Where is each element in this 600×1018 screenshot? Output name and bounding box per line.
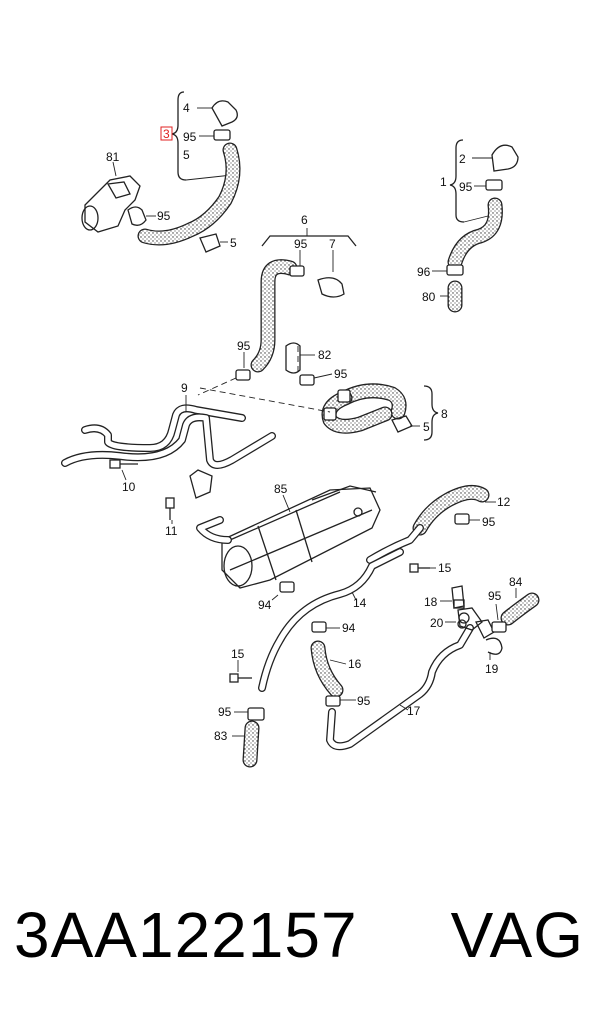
bolt-11: 11 <box>165 497 178 538</box>
pipe-17: 17 <box>326 607 503 751</box>
dashed-connector <box>199 387 331 413</box>
highlight-box <box>160 126 173 141</box>
hose-assembly-3: 4 3 95 5 5 <box>137 91 241 253</box>
callout-14: 14 <box>353 596 367 610</box>
callout-81: 81 <box>106 150 120 164</box>
callout-94: 94 <box>258 598 272 612</box>
callout-5: 5 <box>423 420 430 434</box>
callout-2: 2 <box>459 152 466 166</box>
dashed-connector <box>197 377 237 396</box>
callout-17: 17 <box>407 704 421 718</box>
bolt-10: 10 <box>109 459 138 494</box>
callout-18: 18 <box>424 595 438 609</box>
callout-84: 84 <box>509 575 523 589</box>
hose-84: 84 95 <box>488 575 540 633</box>
callout-95: 95 <box>218 705 232 719</box>
callout-95: 95 <box>334 367 348 381</box>
callout-10: 10 <box>122 480 136 494</box>
hose-assembly-6: 6 95 7 95 82 <box>235 213 357 381</box>
sensor-18: 18 <box>424 585 465 609</box>
pipe-9: 9 <box>61 381 276 499</box>
callout-12: 12 <box>497 495 511 509</box>
callout-83: 83 <box>214 729 228 743</box>
callout-15: 15 <box>231 647 245 661</box>
hose-assembly-1: 2 1 95 96 80 <box>417 139 519 313</box>
callout-96: 96 <box>417 265 431 279</box>
part-number: 3AA122157 <box>14 899 358 971</box>
callout-94: 94 <box>342 621 356 635</box>
callout-5: 5 <box>230 236 237 250</box>
hose-assembly-8: 95 8 5 <box>299 367 448 441</box>
part-81-housing: 81 95 <box>81 150 171 233</box>
pipe-14: 94 14 94 15 <box>258 548 452 692</box>
callout-95: 95 <box>294 237 308 251</box>
callout-5: 5 <box>183 148 190 162</box>
callout-19: 19 <box>485 662 499 676</box>
callout-11: 11 <box>165 524 178 538</box>
callout-80: 80 <box>422 290 436 304</box>
callout-9: 9 <box>181 381 188 395</box>
clip-19: 19 <box>485 652 499 676</box>
callout-95: 95 <box>183 130 197 144</box>
callout-95: 95 <box>237 339 251 353</box>
callout-95: 95 <box>488 589 502 603</box>
callout-8: 8 <box>441 407 448 421</box>
callout-95: 95 <box>357 694 371 708</box>
footer: 3AA122157 VAG <box>0 890 600 980</box>
callout-1: 1 <box>440 175 447 189</box>
callout-7: 7 <box>329 237 336 251</box>
seal-20: 20 <box>430 616 467 630</box>
callout-95: 95 <box>157 209 171 223</box>
brand-label: VAG <box>450 899 584 971</box>
callout-82: 82 <box>318 348 332 362</box>
hose-83-assembly: 15 95 83 <box>214 647 265 768</box>
callout-16: 16 <box>348 657 362 671</box>
callout-6: 6 <box>301 213 308 227</box>
callout-85: 85 <box>274 482 288 496</box>
callout-20: 20 <box>430 616 444 630</box>
hose-12: 12 95 <box>366 484 511 564</box>
callout-4: 4 <box>183 101 190 115</box>
hose-16: 16 95 <box>310 640 371 708</box>
callout-15: 15 <box>438 561 452 575</box>
parts-diagram: 4 3 95 5 5 81 95 2 1 95 96 80 <box>61 91 540 768</box>
egr-cooler-85: 85 <box>196 482 381 589</box>
callout-3-highlighted: 3 <box>163 127 170 141</box>
callout-95: 95 <box>459 180 473 194</box>
callout-95: 95 <box>482 515 496 529</box>
